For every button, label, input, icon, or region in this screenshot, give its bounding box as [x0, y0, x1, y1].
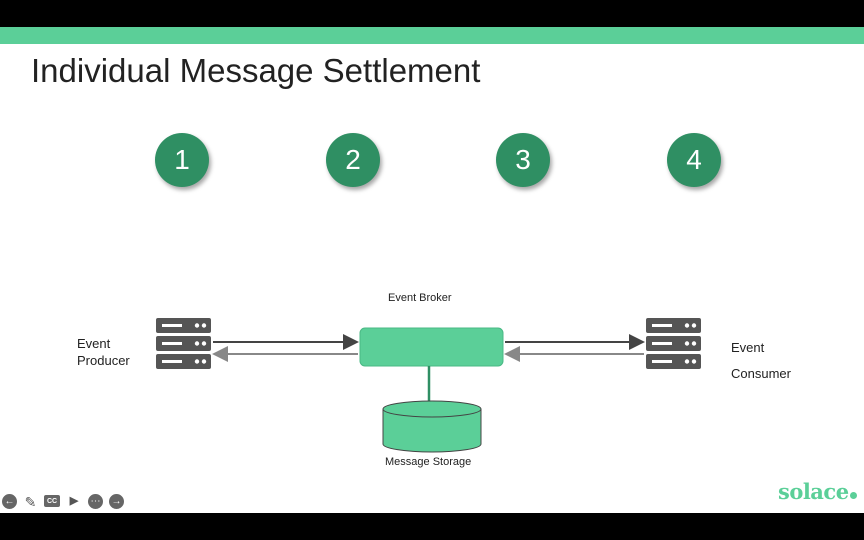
presentation-controls: ← ✎ CC ▶ ⋯ →: [2, 494, 124, 509]
producer-label-line2: Producer: [77, 353, 130, 368]
step-1-badge: 1: [155, 133, 209, 187]
consumer-label-line2: Consumer: [731, 366, 791, 381]
event-broker-box: [359, 327, 504, 367]
camera-off-icon[interactable]: ▶: [69, 494, 79, 507]
consumer-server-icon: [646, 318, 701, 369]
storage-label: Message Storage: [385, 456, 472, 468]
consumer-label-line1: Event: [731, 340, 765, 355]
captions-icon[interactable]: CC: [44, 495, 60, 507]
step-2-badge: 2: [326, 133, 380, 187]
step-4-badge: 4: [667, 133, 721, 187]
producer-server-icon: [156, 318, 211, 369]
message-storage-cylinder: [382, 400, 482, 453]
step-3-badge: 3: [496, 133, 550, 187]
slide-title: Individual Message Settlement: [31, 52, 481, 89]
back-arrow-icon[interactable]: ←: [2, 494, 17, 509]
broker-label: Event Broker: [388, 292, 452, 304]
solace-logo: solace: [778, 479, 857, 504]
slide: Individual Message Settlement 1 2 3 4: [0, 27, 864, 513]
broker-diagram: [156, 318, 701, 453]
forward-arrow-icon[interactable]: →: [109, 494, 124, 509]
more-icon[interactable]: ⋯: [88, 494, 103, 509]
accent-bar: [0, 27, 864, 44]
pen-icon[interactable]: ✎: [24, 493, 37, 510]
producer-label-line1: Event: [77, 336, 111, 351]
